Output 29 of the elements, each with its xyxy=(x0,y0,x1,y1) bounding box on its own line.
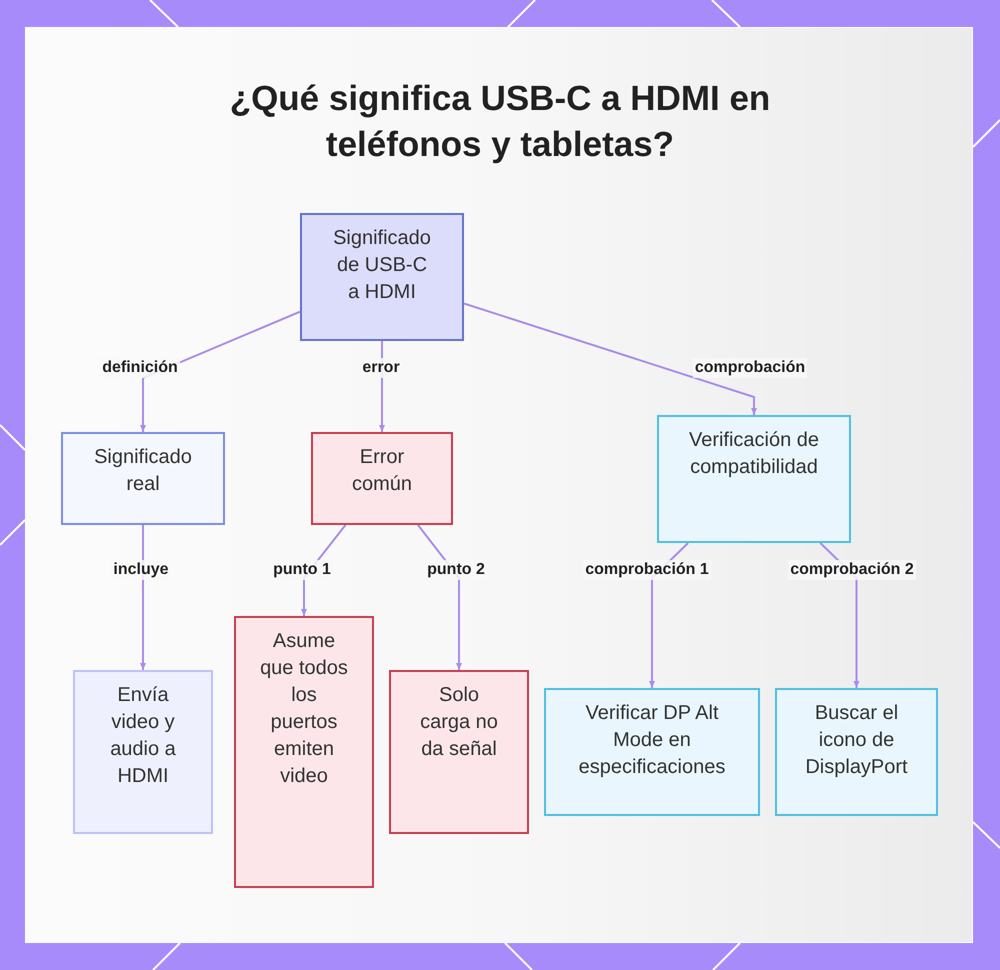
process-box xyxy=(657,415,851,543)
node-text: Solo carga no da señal xyxy=(419,683,499,762)
node-text: Envía video y audio a HDMI xyxy=(109,683,177,789)
diagram-title: ¿Qué significa USB-C a HDMI en teléfonos y tabletas? xyxy=(228,78,772,166)
process-box xyxy=(311,432,453,525)
node-text: Error común xyxy=(350,445,414,497)
process-box xyxy=(300,213,464,341)
edge-label: punto 2 xyxy=(425,560,487,580)
edge-label: definición xyxy=(100,358,180,378)
connector-arrow xyxy=(464,302,757,415)
process-box xyxy=(61,432,225,525)
process-box xyxy=(544,688,760,816)
node-text: Buscar el icono de DisplayPort xyxy=(804,701,909,780)
process-box xyxy=(234,616,374,888)
process-box xyxy=(389,670,529,834)
edge-label: error xyxy=(360,358,402,378)
node-text: Significado real xyxy=(93,445,193,497)
node-text: Significado de USB-C a HDMI xyxy=(332,226,432,305)
process-box xyxy=(73,670,213,834)
process-box xyxy=(775,688,938,816)
connector-arrow xyxy=(140,525,146,670)
edge-label: comprobación 2 xyxy=(788,560,916,580)
edge-label: comprobación xyxy=(692,358,808,378)
node-text: Verificación de compatibilidad xyxy=(688,428,820,480)
node-text: Asume que todos los puertos emiten video xyxy=(259,629,349,789)
edge-label: comprobación 1 xyxy=(583,560,711,580)
edge-label: punto 1 xyxy=(271,560,333,580)
edge-label: incluye xyxy=(111,560,171,580)
node-text: Verificar DP Alt Mode en especificaciones xyxy=(578,701,726,780)
